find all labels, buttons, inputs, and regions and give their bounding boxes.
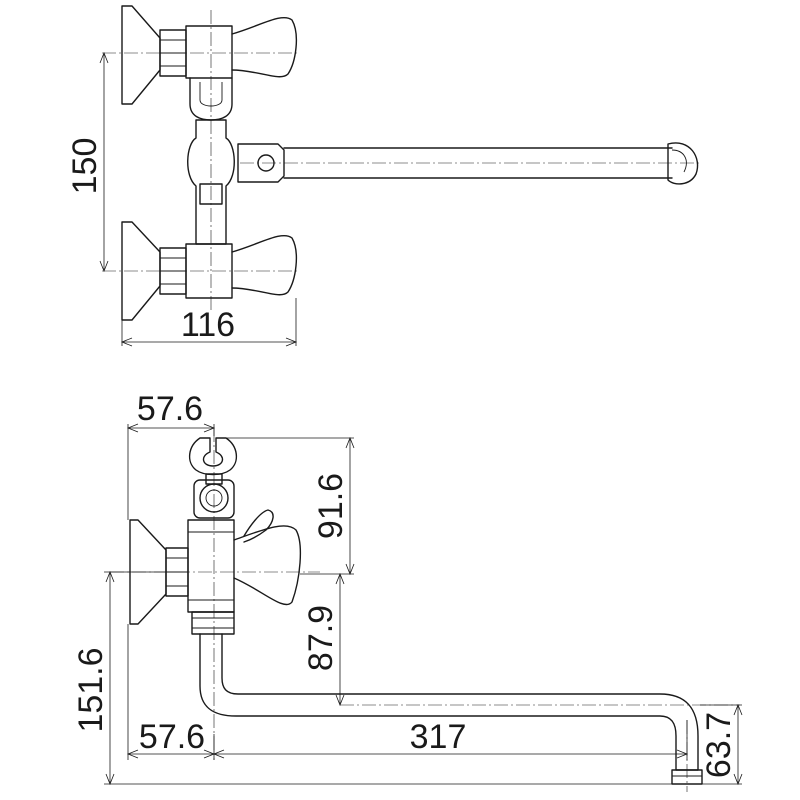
front-upper-wall-flange	[121, 5, 161, 105]
front-spout-connector	[237, 143, 285, 183]
front-upper-handle	[231, 16, 298, 78]
front-width-dimension-label: 116	[181, 306, 235, 344]
front-lower-handle	[231, 234, 298, 296]
side-valve-body	[187, 519, 235, 613]
side-spout-nut	[191, 611, 235, 635]
side-spout-drop-dimension: 87.9	[302, 572, 345, 707]
side-holder-height-dimension: 91.6	[222, 436, 355, 576]
side-bottom-offset-dimension: 57.6	[126, 624, 216, 760]
side-view: 57.6 91.6 87.9 151.6	[72, 390, 743, 792]
front-height-dimension-label: 150	[66, 138, 104, 195]
front-spout-arm	[283, 142, 699, 185]
side-total-height-label: 151.6	[72, 647, 110, 732]
side-bottom-offset-label: 57.6	[139, 718, 205, 756]
side-rear-handle	[243, 509, 274, 543]
front-height-dimension: 150	[66, 51, 109, 273]
side-top-offset-label: 57.6	[137, 390, 203, 428]
side-front-handle	[233, 525, 301, 606]
side-spout-drop-label: 87.9	[302, 605, 340, 671]
side-spout-length-dimension: 317	[212, 718, 689, 760]
front-width-dimension: 116	[120, 298, 298, 347]
side-spout-end-height-label: 63.7	[700, 712, 738, 778]
side-top-offset-dimension: 57.6	[126, 390, 216, 520]
side-spout-end-height-dimension: 63.7	[700, 703, 743, 786]
side-shower-holder	[189, 437, 237, 476]
side-total-height-dimension: 151.6	[72, 570, 672, 786]
front-view: 150 116	[66, 5, 700, 347]
front-upper-valve-body	[185, 25, 233, 79]
side-holder-height-label: 91.6	[312, 473, 350, 539]
side-spout-length-label: 317	[410, 718, 467, 756]
front-mixer-body	[187, 119, 235, 245]
